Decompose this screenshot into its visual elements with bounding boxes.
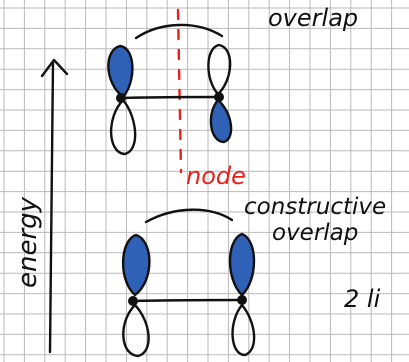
constructive-overlap-label: overlap (272, 220, 358, 246)
energy-label: energy (13, 196, 43, 288)
energy-arrowhead (40, 58, 69, 78)
left-lower-open-lobe (109, 98, 137, 156)
antibonding-overlap-arc (134, 23, 224, 40)
right-upper-open-lobe (207, 43, 232, 96)
constructive-overlap-arc (144, 208, 234, 224)
bonding-orbital-pair: constructive overlap (121, 194, 386, 358)
right-bonding-open-lobe (231, 303, 256, 357)
constructive-label: constructive (244, 194, 386, 220)
bonding-sigma-bond-line (131, 298, 244, 303)
right-lower-filled-lobe (209, 98, 233, 144)
node-label: node (186, 162, 246, 190)
fragment-text: 2 li (344, 285, 381, 313)
left-bonding-open-lobe (122, 303, 150, 358)
antibonding-overlap-label: overlap (268, 4, 358, 32)
antibonding-sigma-bond-line (119, 95, 222, 100)
left-upper-filled-lobe (107, 44, 134, 99)
right-bonding-atom-dot (237, 295, 247, 305)
right-bonding-filled-lobe (228, 232, 256, 297)
left-bonding-atom-dot (128, 296, 138, 306)
node-dashed-line (176, 8, 183, 174)
antibonding-orbital-pair: overlap (107, 4, 358, 174)
left-bonding-filled-lobe (121, 233, 151, 297)
energy-axis (40, 58, 69, 354)
left-atom-dot (116, 93, 126, 103)
right-atom-dot (214, 92, 224, 102)
